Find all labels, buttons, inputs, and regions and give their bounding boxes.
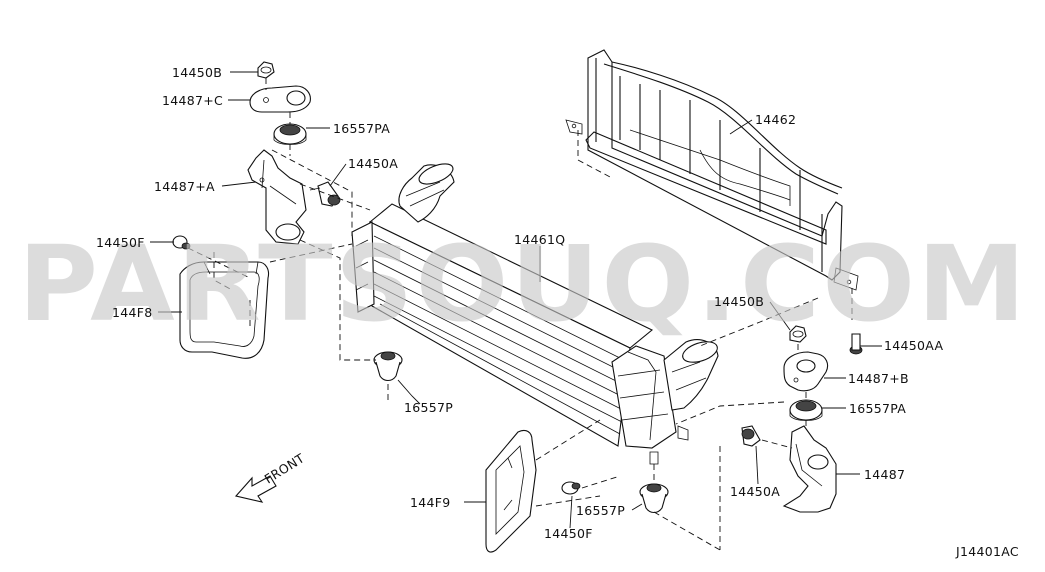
label-144f9: 144F9 xyxy=(410,495,451,510)
mount-16557p-bottom[interactable] xyxy=(639,483,669,514)
mount-16557pa-top[interactable] xyxy=(273,123,307,145)
label-14487: 14487 xyxy=(864,467,905,482)
label-14450f-left: 14450F xyxy=(96,235,145,250)
label-16557p-bottom: 16557P xyxy=(576,503,625,518)
label-16557pa-top: 16557PA xyxy=(333,121,390,136)
label-14450a-bottom: 14450A xyxy=(730,484,780,499)
label-14461q: 14461Q xyxy=(514,232,565,247)
label-14450f-bottom: 14450F xyxy=(544,526,593,541)
clip-14450f-bottom[interactable] xyxy=(561,481,581,495)
label-14450aa: 14450AA xyxy=(884,338,943,353)
label-14450b-top: 14450B xyxy=(172,65,222,80)
bolt-14450a-top[interactable] xyxy=(309,181,341,207)
intercooler-14461q[interactable] xyxy=(351,160,720,465)
bolt-14450aa[interactable] xyxy=(849,333,863,355)
label-14462: 14462 xyxy=(755,112,796,127)
label-14487b: 14487+B xyxy=(848,371,909,386)
seal-144f8[interactable] xyxy=(179,261,270,359)
label-16557p-left: 16557P xyxy=(404,400,453,415)
bracket-14487[interactable] xyxy=(782,425,837,513)
plate-14487c[interactable] xyxy=(249,85,311,113)
leader-lines xyxy=(150,71,882,529)
front-label: FRONT xyxy=(262,450,307,486)
mount-16557pa-right[interactable] xyxy=(789,399,823,421)
watermark: PARTSOUQ.COM xyxy=(18,223,1028,345)
figure-id: J14401AC xyxy=(955,544,1019,559)
assembly-lines xyxy=(187,78,853,551)
label-14450a-top: 14450A xyxy=(348,156,398,171)
seal-144f9[interactable] xyxy=(485,429,537,553)
label-14487c: 14487+C xyxy=(162,93,223,108)
radiator-shroud-14462[interactable] xyxy=(565,49,859,291)
bracket-14487a[interactable] xyxy=(247,149,307,245)
mount-16557p-left[interactable] xyxy=(373,351,403,382)
nut-14450b-right[interactable] xyxy=(789,325,807,343)
label-14487a: 14487+A xyxy=(154,179,215,194)
label-16557pa-right: 16557PA xyxy=(849,401,906,416)
front-arrow-icon xyxy=(234,475,277,503)
label-144f8: 144F8 xyxy=(112,305,153,320)
clip-14450f-left[interactable] xyxy=(172,235,191,250)
label-14450b-right: 14450B xyxy=(714,294,764,309)
bolt-14450a-bottom[interactable] xyxy=(741,425,761,447)
nut-14450b-top[interactable] xyxy=(257,61,275,79)
plate-14487b[interactable] xyxy=(783,351,829,392)
